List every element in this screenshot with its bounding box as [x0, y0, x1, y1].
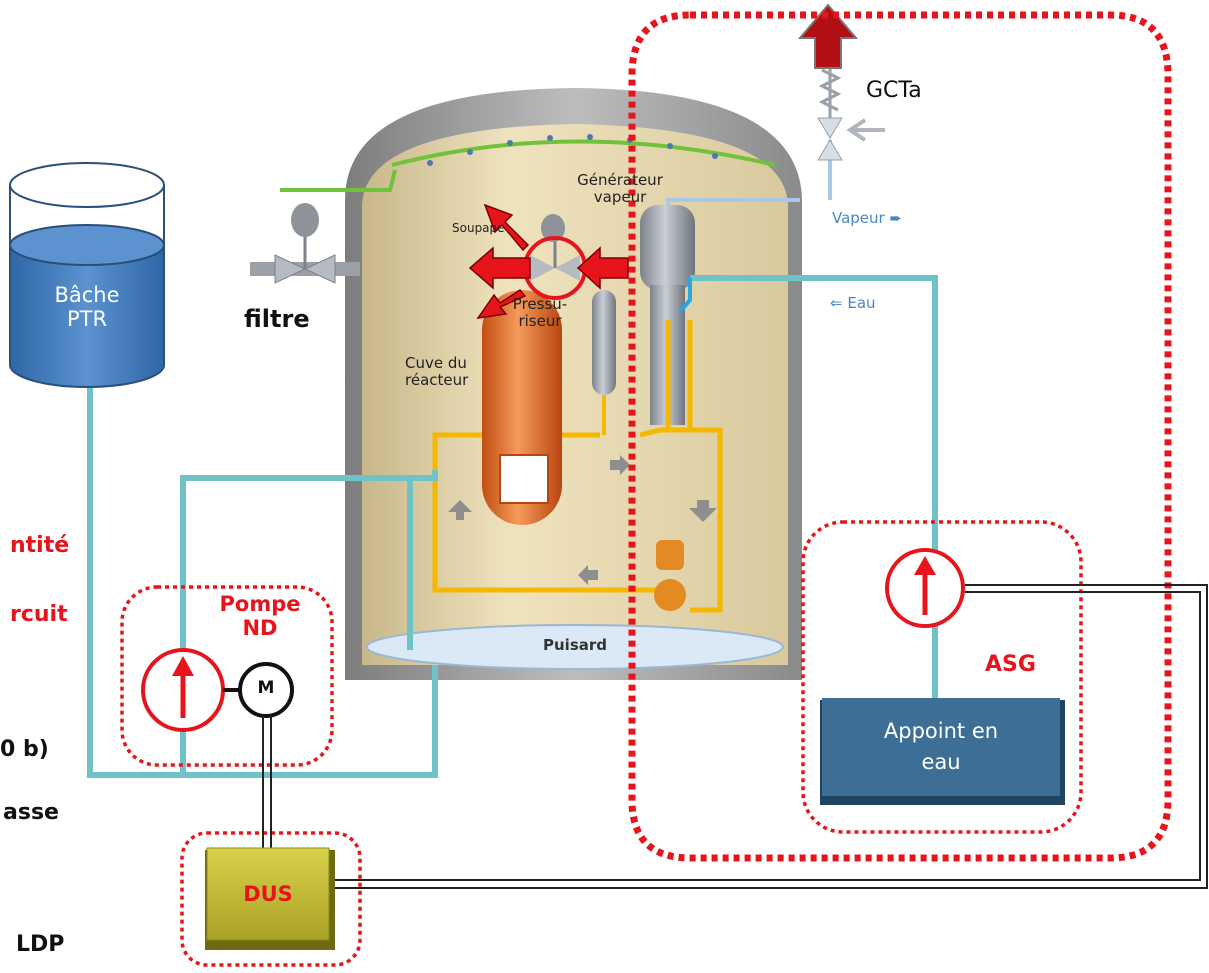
appoint-box-shape — [820, 698, 1065, 805]
bache-ptr-tank — [9, 162, 165, 388]
filtre-valve — [250, 203, 360, 284]
left-text-3: 0 b) — [0, 737, 49, 762]
primary-pump — [654, 540, 686, 611]
gcta-label: GCTa — [866, 78, 922, 103]
bache-ptr-label: Bâche PTR — [54, 283, 120, 332]
cuve-label: Cuve du réacteur — [405, 354, 469, 390]
left-text-1: ntité — [10, 533, 70, 558]
puisard-label: Puisard — [543, 636, 607, 654]
control-cables — [262, 584, 1208, 889]
gcta-exhaust-arrow — [797, 3, 859, 69]
pressuriseur-label: Pressu- riseur — [512, 295, 568, 331]
gcta-valve — [817, 60, 885, 200]
generateur-vapeur-label: Générateur vapeur — [577, 171, 663, 207]
asg-label: ASG — [985, 652, 1036, 677]
asg-pump — [885, 548, 965, 628]
vapeur-label: Vapeur ➨ — [832, 209, 903, 227]
pompe-nd-boundary — [120, 585, 334, 767]
dus-box-shape — [205, 847, 335, 950]
left-text-4: asse — [3, 800, 59, 825]
pompe-nd-pump — [141, 648, 294, 732]
dus-label: DUS — [243, 882, 293, 906]
left-text-5: LDP — [16, 932, 65, 957]
puisard-sump — [366, 624, 784, 670]
steam-generator — [640, 198, 800, 425]
soupape-label: Soupape — [452, 221, 505, 235]
appoint-en-eau-label: Appoint en eau — [883, 718, 999, 775]
spray-ring — [391, 139, 776, 167]
pressurizer — [592, 290, 616, 435]
reactor-vessel — [482, 290, 562, 525]
pompe-nd-label: Pompe ND — [219, 592, 301, 641]
secondary-boundary — [628, 11, 1172, 862]
filtre-label: filtre — [244, 305, 310, 333]
soupape-discharge-arrows — [468, 203, 629, 319]
eau-label: ⇐ Eau — [830, 294, 876, 312]
left-text-2: rcuit — [10, 602, 68, 627]
motor-label: M — [257, 678, 275, 698]
asg-boundary — [801, 520, 1083, 834]
